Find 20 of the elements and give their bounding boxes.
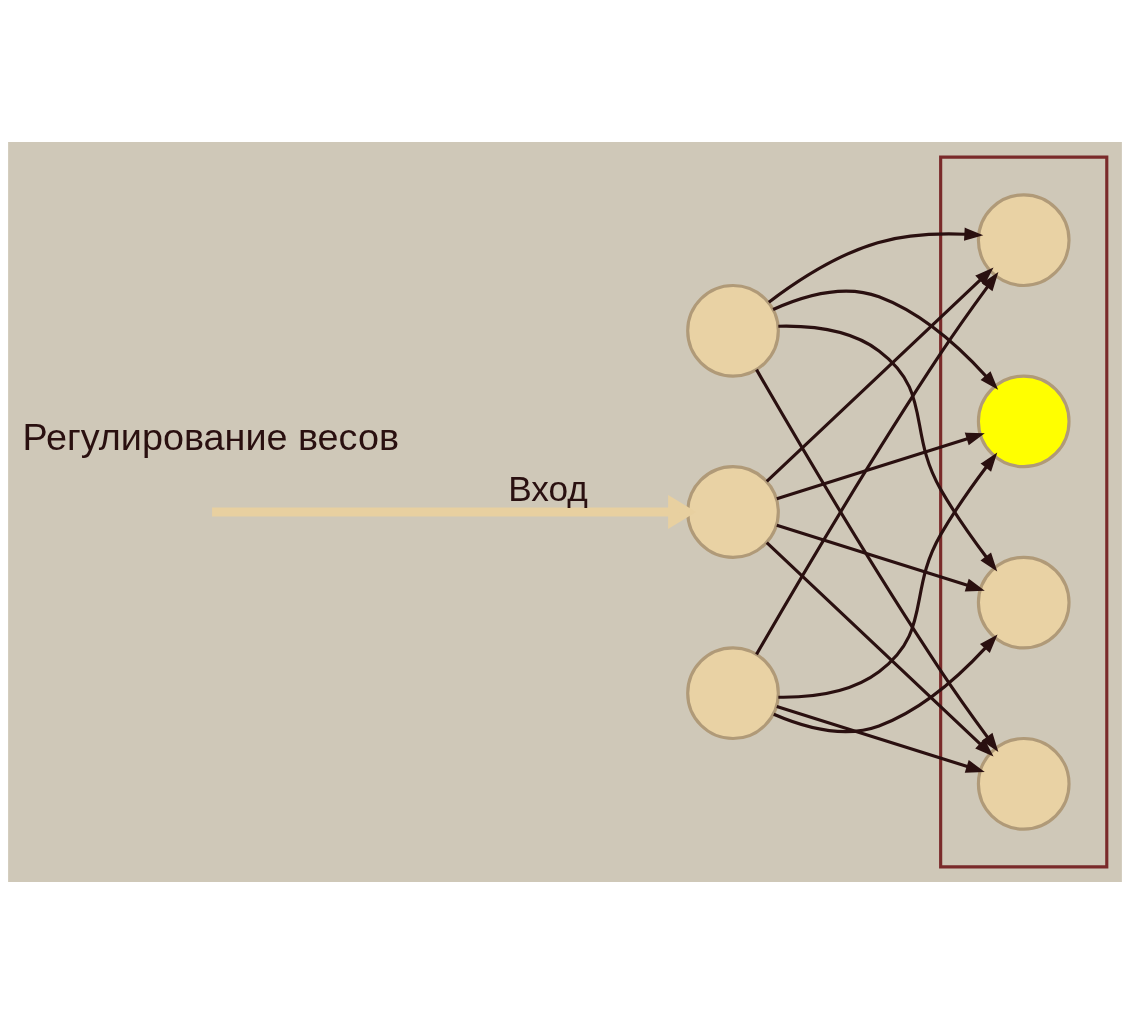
arrow: [767, 227, 984, 304]
arrow: [778, 452, 998, 699]
arrow: [778, 324, 998, 572]
arrow: [772, 289, 999, 390]
node-circle: [686, 646, 780, 741]
arrow: [776, 432, 985, 501]
node-circle: [976, 555, 1071, 650]
arrow: [776, 705, 985, 773]
arrow: [773, 634, 998, 734]
node-circle: [686, 283, 780, 378]
arrow: [765, 267, 994, 483]
arrow: [776, 523, 985, 592]
cluster: [939, 155, 1109, 869]
arrow: [755, 368, 999, 752]
arrow: [765, 541, 994, 757]
label: Регулирование весов: [22, 415, 399, 458]
node-circle: [976, 374, 1071, 469]
arrow: [755, 272, 999, 656]
node-circle: [686, 465, 780, 559]
edge-label: Вход: [508, 469, 588, 509]
